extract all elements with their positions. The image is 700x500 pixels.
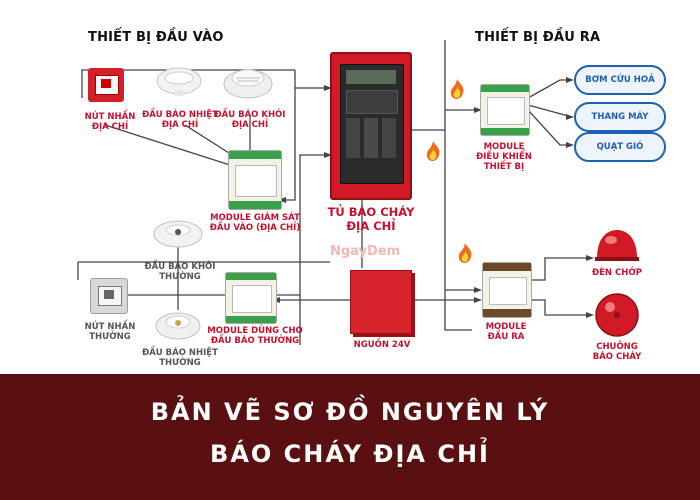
module-icon [480, 84, 530, 136]
power-supply-label: NGUỒN 24V [353, 340, 411, 350]
bell-label: CHUÔNG BÁO CHÁY [592, 342, 642, 362]
fire-panel-label: TỦ BÁO CHÁY ĐỊA CHỈ [327, 205, 415, 233]
fire-flame-icon [456, 242, 474, 264]
fire-bell-icon [594, 292, 640, 338]
title-banner: BẢN VẼ SƠ ĐỒ NGUYÊN LÝ BÁO CHÁY ĐỊA CHỈ [0, 374, 700, 500]
power-supply-icon [350, 270, 412, 334]
strobe-label: ĐÈN CHỚP [591, 268, 642, 278]
fan-pill: QUẠT GIÓ [574, 132, 666, 162]
banner-title-line-2: BÁO CHÁY ĐỊA CHỈ [210, 440, 490, 468]
smoke-detector-icon [222, 62, 274, 102]
manual-call-point-icon [90, 278, 128, 314]
heat-detector-icon [155, 66, 203, 100]
heat-detector-conventional-label: ĐẦU BÁO NHIỆT THƯỜNG [142, 348, 218, 368]
fire-pump-pill: BƠM CỨU HOẢ [574, 65, 666, 95]
manual-call-point-conventional-label: NÚT NHẤN THƯỜNG [84, 322, 136, 342]
diagram-area: THIẾT BỊ ĐẦU VÀO THIẾT BỊ ĐẦU RA NÚT NHẤ… [77, 30, 666, 368]
smoke-detector-conventional-label: ĐẦU BÁO KHÓI THƯỜNG [144, 262, 216, 282]
input-devices-header: THIẾT BỊ ĐẦU VÀO [88, 30, 224, 45]
heat-detector-icon [152, 308, 204, 344]
watermark: NgayDem [330, 244, 401, 259]
module-icon [482, 262, 532, 318]
heat-detector-addressable-label: ĐẦU BÁO NHIỆT ĐỊA CHỈ [142, 110, 218, 130]
smoke-detector-icon [152, 218, 204, 250]
manual-call-point-addressable-label: NÚT NHẤN ĐỊA CHỈ [84, 112, 136, 132]
manual-call-point-icon [88, 68, 124, 102]
elevator-pill: THANG MÁY [574, 102, 666, 132]
output-module-label: MODULE ĐẦU RA [485, 322, 527, 342]
fire-panel-icon [330, 52, 412, 200]
monitor-module-label: MODULE GIÁM SÁT ĐẦU VÀO (ĐỊA CHỈ) [209, 213, 301, 233]
fire-flame-icon [448, 78, 466, 100]
module-icon [225, 272, 277, 324]
strobe-light-icon [594, 228, 640, 262]
wiring-lines [77, 40, 594, 345]
control-module-label: MODULE ĐIỀU KHIỂN THIẾT BỊ [476, 142, 532, 172]
conventional-module-label: MODULE DÙNG CHO ĐẦU BÁO THƯỜNG [207, 326, 303, 346]
smoke-detector-addressable-label: ĐẦU BÁO KHÓI ĐỊA CHỈ [214, 110, 286, 130]
fire-flame-icon [424, 140, 442, 162]
output-devices-header: THIẾT BỊ ĐẦU RA [475, 30, 601, 45]
module-icon [228, 150, 282, 210]
banner-title-line-1: BẢN VẼ SƠ ĐỒ NGUYÊN LÝ [150, 398, 550, 426]
